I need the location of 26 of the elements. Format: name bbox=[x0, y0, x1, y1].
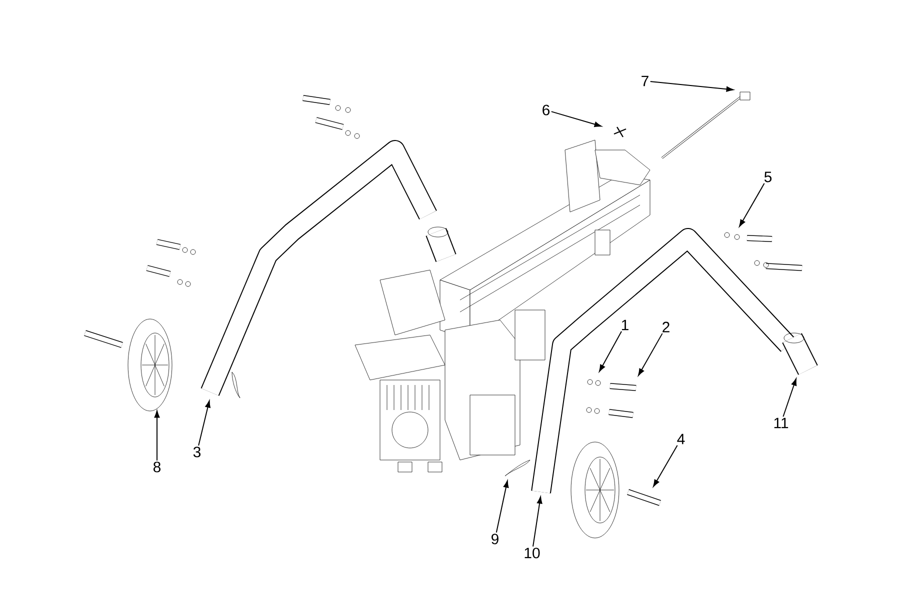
callout-number: 10 bbox=[524, 548, 540, 558]
leader-line bbox=[650, 81, 734, 92]
leader-line bbox=[550, 111, 602, 127]
callout-number: 9 bbox=[492, 534, 498, 544]
callout-number: 5 bbox=[764, 172, 772, 182]
cotter-pin bbox=[504, 460, 530, 476]
leader-line bbox=[198, 400, 210, 446]
leader-line bbox=[532, 496, 542, 547]
callout-number: 8 bbox=[154, 462, 161, 472]
leader-line bbox=[653, 444, 678, 487]
wing-bolt bbox=[613, 126, 627, 138]
leader-line bbox=[496, 480, 509, 533]
rod-drawing bbox=[661, 92, 750, 159]
leader-line bbox=[782, 378, 797, 418]
leader-line bbox=[154, 410, 160, 461]
leader-line bbox=[739, 182, 765, 227]
leader-line bbox=[638, 332, 663, 376]
grip bbox=[782, 332, 818, 375]
callout-number: 3 bbox=[193, 446, 201, 458]
handle bbox=[200, 140, 437, 396]
wheel bbox=[128, 318, 172, 412]
leader-line bbox=[599, 330, 622, 372]
bolt bbox=[627, 489, 661, 506]
handle bbox=[531, 228, 796, 494]
callout-number: 7 bbox=[642, 76, 648, 86]
callout-number: 6 bbox=[542, 104, 550, 116]
